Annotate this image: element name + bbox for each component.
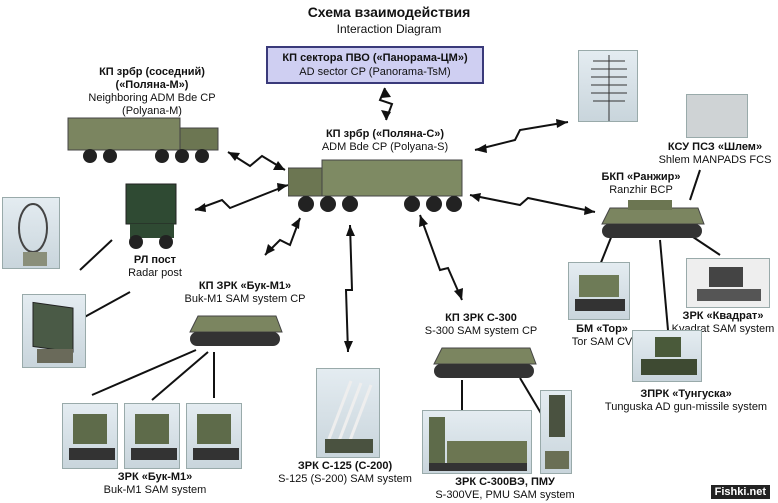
- buk-system-image-3: [186, 403, 242, 469]
- shlem-image: [686, 94, 748, 138]
- ranzhir-vehicle-image: [598, 198, 706, 242]
- tor-en: Tor SAM CV: [571, 336, 633, 348]
- link-s125-polyanas: [344, 224, 354, 353]
- radar-dish-image: [2, 197, 60, 269]
- diagram-title: Схема взаимодействия: [307, 4, 471, 20]
- buk-cp-vehicle-image: [186, 308, 284, 352]
- buk-system-image-1: [62, 403, 118, 469]
- s300-cp-vehicle-image: [430, 340, 538, 384]
- s300ve-image: [422, 410, 532, 474]
- s125-label: ЗРК С-125 (С-200) S-125 (S-200) SAM syst…: [270, 460, 420, 486]
- polyana-s-ru: КП зрбр («Поляна-С»): [325, 128, 445, 140]
- polyana-m-vehicle-image: [66, 116, 220, 164]
- radar-post-ru: РЛ пост: [133, 254, 177, 266]
- shlem-ru: КСУ ПСЗ «Шлем»: [667, 141, 763, 153]
- link-radar-top: [474, 121, 569, 151]
- s300-cp-en: S-300 SAM system CP: [424, 325, 538, 337]
- polyana-s-en: ADM Bde CP (Polyana-S): [321, 141, 449, 153]
- kvadrat-image: [686, 258, 770, 308]
- link-radar-polyanas: [194, 184, 289, 211]
- s300-cp-ru: КП ЗРК С-300: [445, 312, 517, 324]
- polyana-m-ru2: («Поляна-М»): [115, 79, 189, 91]
- s125-ru: ЗРК С-125 (С-200): [297, 460, 393, 472]
- link-ranzhir-polyanas: [469, 194, 596, 213]
- watermark: Fishki.net: [710, 485, 770, 499]
- diagram-subtitle: Interaction Diagram: [336, 22, 442, 36]
- ranzhir-label: БКП «Ранжир» Ranzhir BCP: [596, 171, 686, 197]
- ranzhir-en: Ranzhir BCP: [609, 184, 673, 196]
- polyana-s-label: КП зрбр («Поляна-С») ADM Bde CP (Polyana…: [310, 128, 460, 154]
- buk-system-ru: ЗРК «Бук-М1»: [117, 471, 193, 483]
- polyana-s-vehicle-image: [287, 158, 468, 214]
- buk-cp-label: КП ЗРК «Бук-М1» Buk-M1 SAM system CP: [180, 280, 310, 306]
- tunguska-label: ЗПРК «Тунгуска» Tunguska AD gun-missile …: [596, 388, 776, 414]
- tor-image: [568, 262, 630, 320]
- kvadrat-ru: ЗРК «Квадрат»: [682, 310, 764, 322]
- s125-image: [316, 368, 380, 458]
- s125-en: S-125 (S-200) SAM system: [278, 473, 412, 485]
- tor-ru: БМ «Тор»: [576, 323, 628, 335]
- radar-truck-image: [118, 180, 184, 252]
- tor-label: БМ «Тор» Tor SAM CV: [562, 323, 642, 349]
- tunguska-image: [632, 330, 702, 382]
- panorama-label-en: AD sector CP (Panorama-TsM): [299, 66, 451, 78]
- s300ve-ru: ЗРК С-300ВЭ, ПМУ: [455, 476, 555, 488]
- buk-cp-ru: КП ЗРК «Бук-М1»: [198, 280, 292, 292]
- buk-system-image-2: [124, 403, 180, 469]
- tunguska-ru: ЗПРК «Тунгуска»: [640, 388, 732, 400]
- polyana-m-en2: (Polyana-M): [122, 105, 182, 117]
- buk-system-label: ЗРК «Бук-М1» Buk-M1 SAM system: [90, 471, 220, 497]
- radar-tower-image: [578, 50, 638, 122]
- link-polyanam-polyanas: [227, 151, 286, 171]
- link-buk-polyanas: [264, 217, 301, 256]
- polyana-m-en1: Neighboring ADM Bde CP: [88, 92, 216, 104]
- s300ve-label: ЗРК С-300ВЭ, ПМУ S-300VE, PMU SAM system: [430, 476, 580, 502]
- shlem-en: Shlem MANPADS FCS: [658, 154, 772, 166]
- polyana-m-ru1: КП зрбр (соседний): [99, 66, 205, 78]
- shlem-label: КСУ ПСЗ «Шлем» Shlem MANPADS FCS: [655, 141, 775, 167]
- s300-radar-image: [540, 390, 572, 474]
- panorama-label-ru: КП сектора ПВО («Панорама-ЦМ»): [282, 52, 468, 64]
- buk-system-en: Buk-M1 SAM system: [103, 484, 207, 496]
- s300ve-en: S-300VE, PMU SAM system: [435, 489, 575, 501]
- ranzhir-ru: БКП «Ранжир»: [601, 171, 681, 183]
- link-s300-polyanas: [419, 214, 463, 301]
- radar-array-image: [22, 294, 86, 368]
- panorama-box: КП сектора ПВО («Панорама-ЦМ») AD sector…: [266, 46, 484, 84]
- tunguska-en: Tunguska AD gun-missile system: [604, 401, 768, 413]
- polyana-m-label: КП зрбр (соседний) («Поляна-М») Neighbor…: [72, 66, 232, 118]
- radar-post-label: РЛ пост Radar post: [120, 254, 190, 280]
- s300-cp-label: КП ЗРК С-300 S-300 SAM system CP: [416, 312, 546, 338]
- buk-cp-en: Buk-M1 SAM system CP: [184, 293, 306, 305]
- radar-post-en: Radar post: [128, 267, 182, 279]
